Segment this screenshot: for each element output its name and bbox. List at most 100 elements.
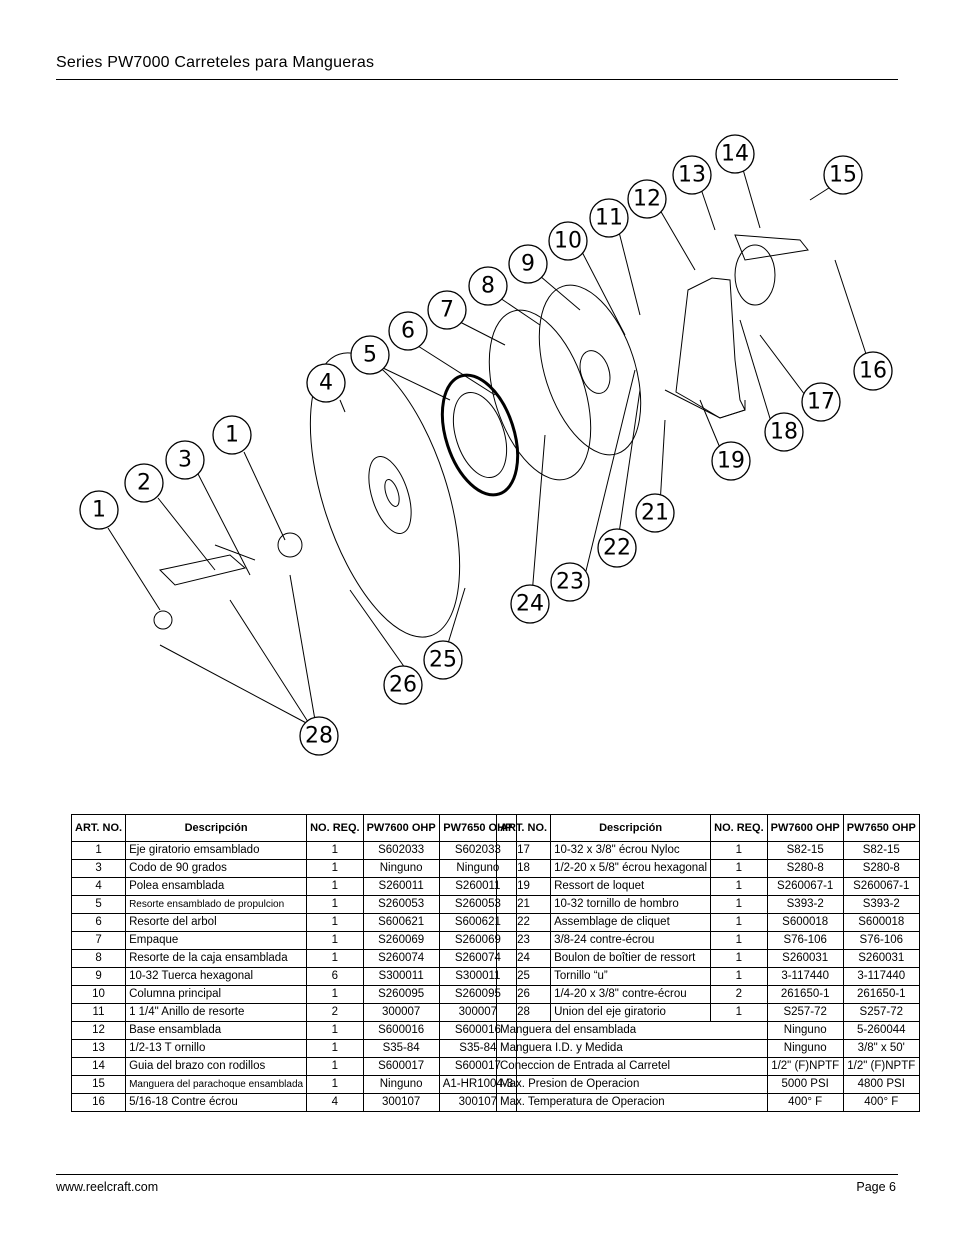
callout-26: 26 [389, 673, 417, 698]
cell-art: 3 [70, 859, 127, 878]
cell-art: 18 [495, 859, 552, 878]
cell-art: 17 [495, 841, 552, 860]
cell-pw7600: 300007 [362, 1003, 440, 1022]
cell-req: 1 [306, 895, 364, 914]
cell-desc: Guia del brazo con rodillos [125, 1057, 308, 1076]
cell-art: 24 [495, 949, 552, 968]
cell-req: 1 [306, 913, 364, 932]
cell-pw7600: Ninguno [766, 1039, 844, 1058]
callout-25: 25 [429, 648, 457, 673]
cell-req: 1 [710, 877, 768, 896]
callout-3: 3 [178, 448, 192, 473]
cell-art: 13 [70, 1039, 127, 1058]
cell-pw7600: S260069 [362, 931, 440, 950]
spec-row: Coneccion de Entrada al Carretel 1/2" (F)… [496, 1057, 920, 1076]
cell-desc: Eje giratorio emsamblado [125, 841, 308, 860]
header-rule [56, 79, 898, 80]
cell-req: 4 [306, 1093, 364, 1112]
cell-req: 1 [306, 877, 364, 896]
callout-2: 2 [137, 471, 151, 496]
cell-art: 25 [495, 967, 552, 986]
cell-desc: Polea ensamblada [125, 877, 308, 896]
footer-rule [56, 1174, 898, 1175]
cell-pw7650: S76-106 [842, 931, 920, 950]
cell-req: 2 [306, 1003, 364, 1022]
callout-22: 22 [603, 536, 631, 561]
parts-table-right: ART. NO. Descripción NO. REQ. PW7600 OHP… [495, 814, 920, 1112]
cell-spec-label: Coneccion de Entrada al Carretel [496, 1057, 768, 1076]
cell-pw7650: 4800 PSI [842, 1075, 920, 1094]
cell-req: 1 [306, 1021, 364, 1040]
cell-pw7600: S600017 [362, 1057, 440, 1076]
cell-desc: 10-32 tornillo de hombro [550, 895, 712, 914]
cell-req: 1 [710, 949, 768, 968]
callout-24: 24 [516, 592, 544, 617]
callout-23: 23 [556, 570, 584, 595]
col-art-no: ART. NO. [495, 814, 552, 842]
cell-pw7600: S260067-1 [766, 877, 844, 896]
cell-art: 11 [70, 1003, 127, 1022]
exploded-parts-diagram: 1 2 3 1 4 5 6 7 8 9 10 11 12 13 14 15 16… [79, 134, 893, 756]
cell-req: 1 [306, 841, 364, 860]
cell-pw7650: S280-8 [842, 859, 920, 878]
cell-pw7600: S257-72 [766, 1003, 844, 1022]
cell-art: 16 [70, 1093, 127, 1112]
cell-pw7600: S393-2 [766, 895, 844, 914]
cell-pw7650: S393-2 [842, 895, 920, 914]
callout-4: 4 [319, 371, 333, 396]
callout-11: 11 [595, 206, 623, 231]
callout-7: 7 [440, 298, 454, 323]
col-no-req: NO. REQ. [306, 814, 364, 842]
cell-pw7600: S280-8 [766, 859, 844, 878]
parts-table-left: ART. NO. Descripción NO. REQ. PW7600 OHP… [70, 814, 518, 1112]
cell-art: 5 [70, 895, 127, 914]
cell-pw7650: S600018 [842, 913, 920, 932]
cell-art: 8 [70, 949, 127, 968]
callout-16: 16 [859, 359, 887, 384]
cell-art: 19 [495, 877, 552, 896]
cell-pw7600: S260074 [362, 949, 440, 968]
page-number: Page 6 [856, 1180, 896, 1194]
cell-pw7600: 300107 [362, 1093, 440, 1112]
cell-desc: Resorte de la caja ensamblada [125, 949, 308, 968]
cell-pw7600: S260031 [766, 949, 844, 968]
callout-21: 21 [641, 501, 669, 526]
cell-art: 26 [495, 985, 552, 1004]
cell-pw7650: 3-117440 [842, 967, 920, 986]
callout-1: 1 [92, 498, 106, 523]
cell-art: 9 [70, 967, 127, 986]
cell-desc: Empaque [125, 931, 308, 950]
cell-desc: Base ensamblada [125, 1021, 308, 1040]
cell-spec-label: Manguera del ensamblada [496, 1021, 768, 1040]
cell-pw7600: 5000 PSI [766, 1075, 844, 1094]
cell-pw7600: S260053 [362, 895, 440, 914]
cell-pw7600: S600621 [362, 913, 440, 932]
cell-desc: Manguera del parachoque ensamblada [125, 1075, 308, 1094]
callout-18: 18 [770, 420, 798, 445]
cell-art: 12 [70, 1021, 127, 1040]
cell-pw7650: 1/2" (F)NPTF [842, 1057, 920, 1076]
cell-desc: Resorte del arbol [125, 913, 308, 932]
cell-desc: 10-32 x 3/8" écrou Nyloc [550, 841, 712, 860]
callout-6: 6 [401, 319, 415, 344]
cell-pw7600: S300011 [362, 967, 440, 986]
cell-desc: Tornillo “u” [550, 967, 712, 986]
